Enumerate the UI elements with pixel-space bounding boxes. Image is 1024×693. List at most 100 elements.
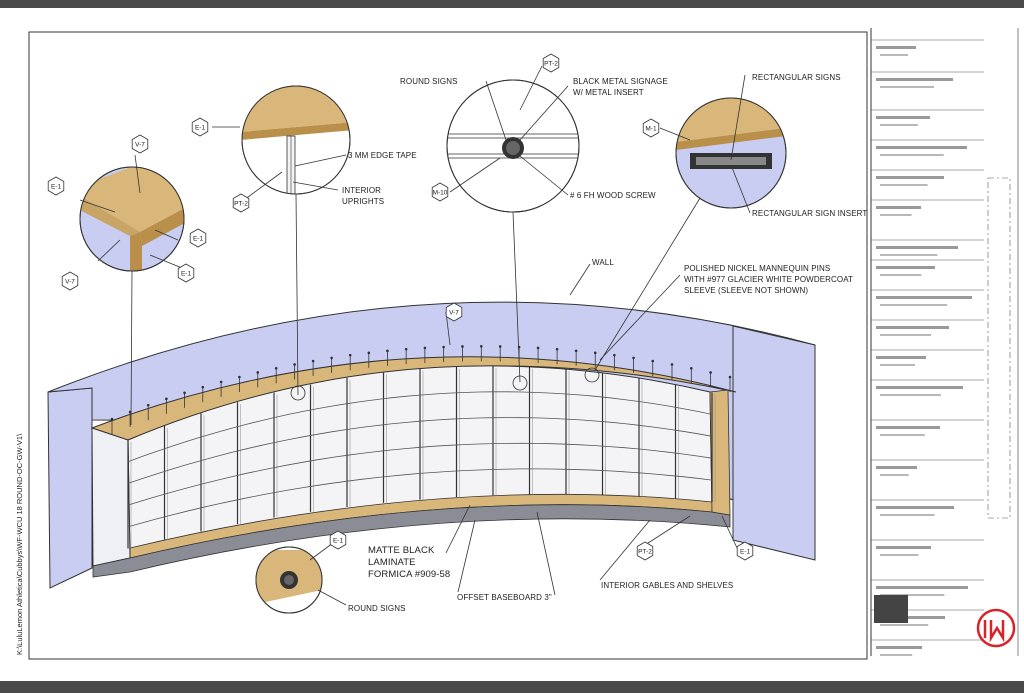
- hex-tag-v7: V-7: [445, 302, 463, 322]
- label-rect-sign-insert: RECTANGULAR SIGN INSERT: [752, 209, 867, 218]
- title-block-text-stroke: [880, 254, 938, 256]
- label-offset-baseboard: OFFSET BASEBOARD 3": [457, 593, 552, 602]
- detail-round-signs-bottom: [255, 546, 323, 614]
- title-block-text-stroke: [880, 304, 948, 306]
- hex-tag-pt2: PT-2: [636, 541, 654, 561]
- svg-text:M-10: M-10: [433, 189, 448, 196]
- svg-text:V-7: V-7: [135, 141, 145, 148]
- mannequin-pin-head: [367, 351, 371, 355]
- title-block-text-stroke: [880, 514, 935, 516]
- title-block-text-stroke: [876, 546, 931, 549]
- title-block-text-stroke: [880, 154, 944, 156]
- title-block-text-stroke: [876, 296, 972, 299]
- hex-tag-pt2: PT-2: [542, 53, 560, 73]
- leader-lines: [79, 65, 751, 606]
- mannequin-pin-head: [165, 397, 168, 401]
- title-block-text-stroke: [880, 434, 925, 436]
- mannequin-pin-head: [632, 356, 635, 360]
- cubby-shelf: [127, 391, 713, 463]
- mannequin-pin-head: [689, 366, 693, 370]
- label-round-signs-bottom: ROUND SIGNS: [348, 604, 406, 613]
- title-block-rows: [871, 39, 984, 656]
- label-pins-1: POLISHED NICKEL MANNEQUIN PINS: [684, 264, 830, 273]
- title-block-text-stroke: [880, 654, 913, 656]
- svg-text:PT-2: PT-2: [544, 60, 558, 67]
- hex-tag-e1: E-1: [47, 176, 65, 196]
- mannequin-pin-head: [330, 356, 333, 360]
- label-interior-uprights-2: UPRIGHTS: [342, 197, 384, 206]
- detail-edge-tape: [241, 85, 351, 195]
- title-block-text-stroke: [880, 594, 945, 596]
- svg-text:E-1: E-1: [195, 124, 206, 131]
- svg-text:E-1: E-1: [181, 270, 192, 277]
- end-panel-right: [709, 389, 731, 516]
- title-block-text-stroke: [876, 78, 953, 81]
- label-black-metal-1: BLACK METAL SIGNAGE: [573, 77, 668, 86]
- top-frame-bar: [0, 0, 1024, 8]
- title-block-text-stroke: [880, 54, 908, 56]
- hex-tag-m1: M-1: [642, 118, 660, 138]
- title-block-text-stroke: [880, 554, 919, 556]
- label-wall: WALL: [592, 258, 614, 267]
- title-block-text-stroke: [876, 176, 944, 179]
- hex-tag-e1: E-1: [329, 530, 347, 550]
- title-block-text-stroke: [880, 214, 912, 216]
- title-block-text-stroke: [876, 116, 930, 119]
- title-block-text-stroke: [876, 356, 926, 359]
- mannequin-pin-head: [256, 371, 260, 374]
- title-block-text-stroke: [876, 386, 963, 389]
- svg-text:V-7: V-7: [65, 278, 75, 285]
- mannequin-pin-head: [498, 345, 502, 348]
- label-edge-tape: 3 MM EDGE TAPE: [348, 151, 417, 160]
- hex-tag-e1: E-1: [177, 263, 195, 283]
- cubby-dividers: [127, 365, 716, 549]
- mannequin-pin-head: [728, 375, 732, 379]
- mannequin-pin-head: [201, 385, 205, 389]
- mannequin-pin-head: [651, 359, 655, 363]
- label-wood-screw: # 6 FH WOOD SCREW: [570, 191, 656, 200]
- mannequin-pin-head: [423, 346, 427, 350]
- mannequin-pin-head: [293, 363, 296, 366]
- mannequin-pin-head: [311, 359, 315, 363]
- hex-tags: V-7E-1E-1E-1V-7E-1PT-2PT-2M-10M-1V-7E-1P…: [47, 53, 754, 561]
- cubby-shelf: [127, 468, 713, 528]
- mannequin-pin-head: [670, 363, 674, 366]
- mannequin-pin-head: [110, 417, 114, 421]
- annotation-labels: ROUND SIGNS BLACK METAL SIGNAGE W/ METAL…: [342, 73, 867, 613]
- bottom-frame-bar: [0, 681, 1024, 693]
- mannequin-pin-head: [404, 347, 408, 351]
- title-block-text-stroke: [880, 274, 922, 276]
- mannequin-pin-head: [219, 380, 223, 384]
- title-block: [870, 28, 1021, 656]
- mannequin-pin-head: [555, 347, 559, 351]
- hex-tag-pt2: PT-2: [232, 193, 250, 213]
- svg-text:E-1: E-1: [51, 183, 62, 190]
- title-block-text-stroke: [880, 334, 932, 336]
- mannequin-pin-head: [461, 345, 464, 348]
- svg-text:V-7: V-7: [449, 309, 459, 316]
- label-interior-uprights-1: INTERIOR: [342, 186, 381, 195]
- title-block-vertical-title: [987, 177, 1011, 519]
- title-block-text-stroke: [880, 364, 915, 366]
- sign-marker: [584, 367, 600, 383]
- title-block-text-stroke: [876, 616, 945, 619]
- wall-right-panel: [732, 325, 816, 561]
- label-matte-1: MATTE BLACK: [368, 545, 435, 556]
- mannequin-pin-head: [146, 403, 150, 407]
- title-block-text-stroke: [876, 506, 954, 509]
- label-interior-gables: INTERIOR GABLES AND SHELVES: [601, 581, 733, 590]
- title-block-text-stroke: [880, 124, 918, 126]
- title-block-text-stroke: [876, 266, 935, 269]
- wall-left-panel: [47, 387, 93, 589]
- cubby-shelf: [127, 417, 713, 484]
- mannequin-pin-head: [536, 346, 540, 350]
- title-block-text-stroke: [876, 426, 940, 429]
- label-rectangular-signs: RECTANGULAR SIGNS: [752, 73, 841, 82]
- svg-text:E-1: E-1: [740, 548, 751, 555]
- title-block-text-stroke: [880, 86, 934, 88]
- hex-tag-e1: E-1: [189, 228, 207, 248]
- title-block-text-stroke: [876, 46, 916, 49]
- end-panel: [91, 427, 131, 567]
- title-block-text-stroke: [876, 146, 967, 149]
